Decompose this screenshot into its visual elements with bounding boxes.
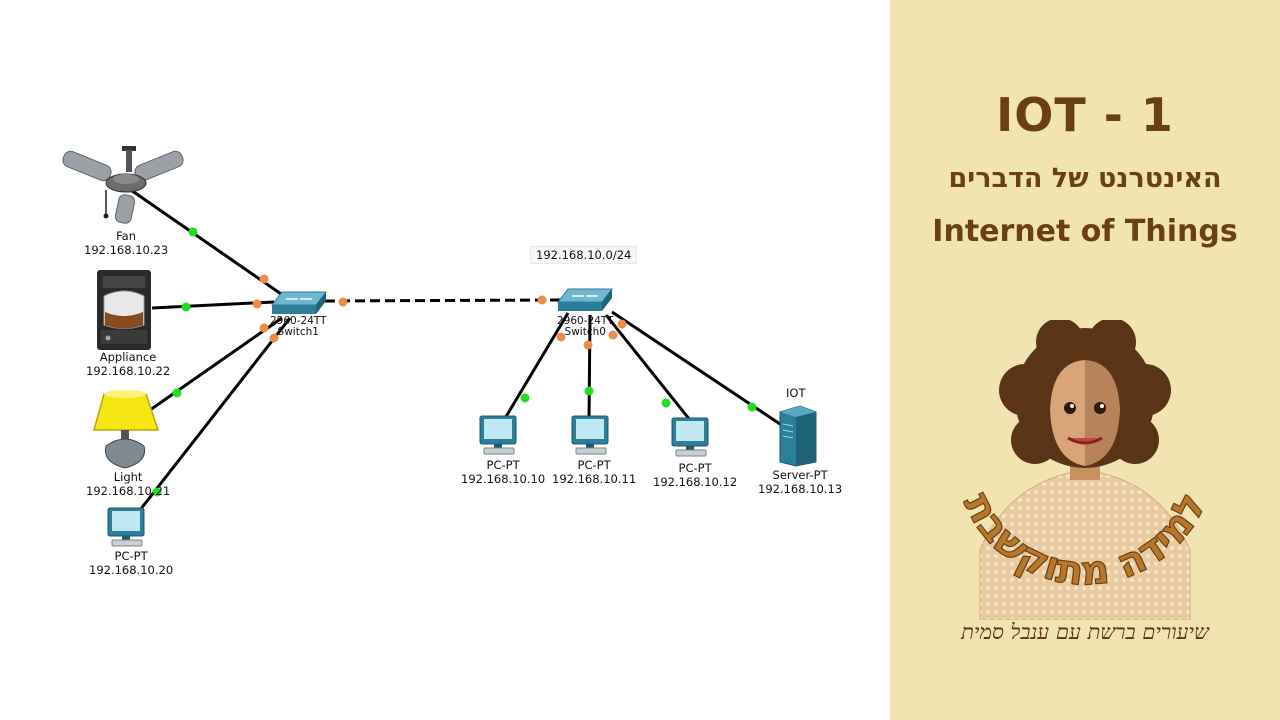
iot-label: IOT	[786, 386, 806, 400]
port-dot	[259, 274, 269, 284]
link-pc20-switch1[interactable]	[138, 317, 292, 511]
device-name: PC-PT	[678, 461, 712, 475]
device-name: Fan	[116, 229, 137, 243]
device-name: Light	[113, 470, 143, 484]
subtitle-english: Internet of Things	[932, 214, 1238, 249]
port-dot	[269, 333, 279, 343]
coffee-maker-icon[interactable]	[97, 270, 151, 350]
switch-model: 2960-24TT	[270, 315, 327, 327]
pc-icon[interactable]	[571, 415, 609, 455]
device-ip: 192.168.10.12	[653, 475, 738, 489]
device-ip: 192.168.10.20	[89, 563, 174, 577]
device-ip: 192.168.10.21	[86, 484, 171, 498]
device-ip: 192.168.10.13	[758, 482, 843, 496]
link-switch0-pc10[interactable]	[502, 312, 570, 421]
port-dot	[584, 386, 594, 396]
logo-illustration: למידה מתוקשבת	[954, 320, 1216, 620]
switch-name: Switch0	[564, 326, 606, 338]
device-label-pc10: PC-PT 192.168.10.10	[461, 458, 545, 486]
device-name: PC-PT	[486, 458, 520, 472]
network-address-label: 192.168.10.0/24	[530, 246, 638, 264]
device-ip: 192.168.10.23	[84, 243, 169, 257]
lamp-icon[interactable]	[93, 390, 160, 469]
port-dot	[181, 302, 191, 312]
device-name: PC-PT	[577, 458, 611, 472]
switch1-label[interactable]: 2960-24TT Switch1	[270, 316, 327, 338]
port-dot	[617, 319, 627, 329]
switch-model: 2960-24TT	[557, 315, 614, 327]
device-ip: 192.168.10.22	[86, 364, 171, 378]
switch-icon[interactable]	[556, 288, 614, 311]
device-label-light: Light 192.168.10.21	[86, 470, 170, 498]
link-light-switch1[interactable]	[149, 316, 283, 412]
pc-icon[interactable]	[107, 507, 145, 547]
ceiling-fan-icon[interactable]	[61, 146, 185, 224]
network-diagram: 192.168.10.0/24 IOT 2960-24TT Switch1 29…	[61, 146, 843, 577]
link-switch0-pc11[interactable]	[587, 314, 592, 421]
port-dot	[556, 332, 566, 342]
port-dot	[661, 398, 671, 408]
switch-name: Switch1	[277, 326, 319, 338]
pc-icon[interactable]	[671, 417, 709, 457]
switch0-label[interactable]: 2960-24TT Switch0	[557, 316, 614, 338]
subtitle-hebrew: האינטרנט של הדברים	[948, 163, 1222, 194]
device-label-fan: Fan 192.168.10.23	[84, 229, 168, 257]
port-dot	[152, 487, 162, 497]
device-ip: 192.168.10.11	[552, 472, 637, 486]
port-dot	[747, 402, 757, 412]
port-dot	[583, 340, 593, 350]
server-icon[interactable]	[779, 405, 817, 467]
port-dot	[608, 330, 618, 340]
switch-icon[interactable]	[270, 291, 328, 314]
port-dot	[188, 227, 198, 237]
device-name: Appliance	[99, 350, 157, 364]
device-name: Server-PT	[772, 468, 828, 482]
port-dot	[252, 299, 262, 309]
device-label-pc11: PC-PT 192.168.10.11	[552, 458, 636, 486]
tagline: שיעורים ברשת עם ענבל סמית	[961, 620, 1209, 644]
device-label-server: Server-PT 192.168.10.13	[758, 468, 842, 496]
port-dot	[338, 297, 348, 307]
port-dot	[172, 388, 182, 398]
port-dot	[537, 295, 547, 305]
device-label-appliance: Appliance 192.168.10.22	[86, 350, 170, 378]
pc-icon[interactable]	[479, 415, 517, 455]
title-panel: IOT - 1 האינטרנט של הדברים Internet of T…	[890, 0, 1280, 720]
device-ip: 192.168.10.10	[461, 472, 546, 486]
device-label-pc20: PC-PT 192.168.10.20	[89, 549, 173, 577]
links	[127, 186, 787, 511]
topology-canvas	[61, 146, 817, 547]
link-switch0-server[interactable]	[611, 310, 787, 430]
port-dot	[520, 393, 530, 403]
page-title: IOT - 1	[996, 88, 1174, 142]
link-switch0-pc12[interactable]	[604, 314, 692, 421]
port-dot	[259, 323, 269, 333]
link-switch1-switch0[interactable]	[324, 298, 561, 303]
port-indicators	[152, 227, 757, 497]
device-name: PC-PT	[114, 549, 148, 563]
link-fan-switch1[interactable]	[127, 186, 285, 298]
device-label-pc12: PC-PT 192.168.10.12	[653, 461, 737, 489]
